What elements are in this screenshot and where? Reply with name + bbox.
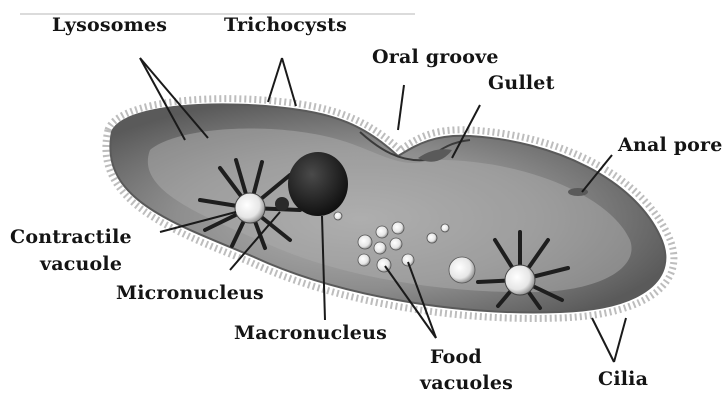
- label-macronucleus: Macronucleus: [234, 322, 387, 344]
- micronucleus: [275, 197, 289, 211]
- macronucleus: [288, 152, 348, 216]
- label-micronucleus: Micronucleus: [116, 282, 264, 304]
- label-cilia: Cilia: [598, 368, 648, 390]
- label-anal-pore: Anal pore: [618, 134, 723, 156]
- label-contractile-line1: Contractile: [10, 226, 132, 248]
- label-contractile-line2: vacuole: [40, 253, 122, 275]
- label-food-line1: Food: [430, 346, 482, 368]
- label-lysosomes: Lysosomes: [52, 14, 167, 36]
- label-oral-groove: Oral groove: [372, 46, 499, 68]
- label-trichocysts: Trichocysts: [224, 14, 347, 36]
- label-gullet: Gullet: [488, 72, 555, 94]
- label-food-line2: vacuoles: [420, 372, 513, 394]
